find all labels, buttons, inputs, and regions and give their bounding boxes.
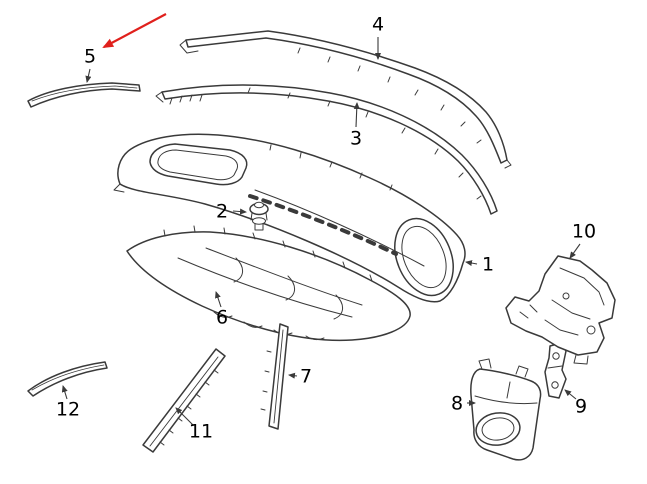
part-6-lower-valance-diffuser[interactable] [126, 225, 411, 342]
callout-1[interactable]: 1 [481, 253, 495, 276]
part-2-fastener-clip[interactable] [249, 201, 269, 231]
callout-5[interactable]: 5 [83, 45, 97, 68]
part-12-corner-strip[interactable] [27, 361, 108, 397]
callout-6[interactable]: 6 [215, 306, 229, 329]
highlight-arrow [102, 13, 167, 48]
callout-3[interactable]: 3 [349, 127, 363, 150]
leader-5 [85, 68, 92, 83]
part-1-rear-bumper-cover[interactable] [113, 133, 466, 304]
leader-3 [353, 102, 360, 128]
callout-12[interactable]: 12 [55, 398, 81, 421]
leader-lines [61, 37, 581, 426]
leader-2 [232, 208, 247, 215]
part-9-small-bracket[interactable] [544, 342, 567, 399]
parts-linework [27, 30, 616, 461]
callout-4[interactable]: 4 [371, 13, 385, 36]
leader-6 [215, 291, 222, 308]
part-8-mounting-bracket-housing[interactable] [470, 358, 542, 461]
part-5-corner-molding-strip[interactable] [27, 82, 141, 108]
callout-9[interactable]: 9 [574, 395, 588, 418]
part-10-side-support-bracket[interactable] [505, 255, 616, 365]
bumper-opening-outline [394, 217, 454, 297]
callout-10[interactable]: 10 [571, 220, 597, 243]
part-7-vertical-trim-strip[interactable] [260, 323, 289, 430]
callout-11[interactable]: 11 [188, 420, 214, 443]
leader-7 [288, 372, 298, 379]
leader-12 [61, 385, 68, 400]
part-4-upper-trim-molding[interactable] [179, 30, 512, 169]
exhaust-cutout-outline [149, 143, 248, 186]
part-3-lower-trim-molding[interactable] [155, 84, 498, 215]
callout-2[interactable]: 2 [215, 200, 229, 223]
leader-10 [569, 243, 581, 259]
leader-9 [564, 389, 577, 400]
leader-11 [175, 407, 194, 426]
part-11-side-molding-strip[interactable] [142, 348, 226, 453]
callout-8[interactable]: 8 [450, 392, 464, 415]
leader-1 [465, 260, 478, 267]
callout-7[interactable]: 7 [299, 365, 313, 388]
